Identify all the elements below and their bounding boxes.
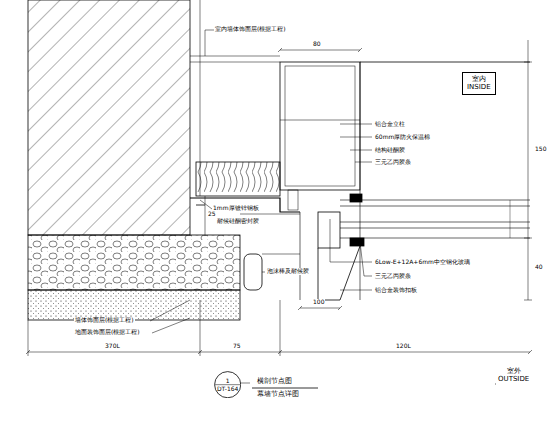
insulated-glass: [340, 200, 530, 238]
foam-rod: [244, 254, 262, 290]
node-text: 1: [226, 377, 230, 384]
leader-lines: [150, 30, 372, 333]
callout-text: 墙体饰面层(根据工程): [74, 317, 135, 324]
callout-text: 三元乙丙胶条: [374, 159, 412, 166]
node-text: DT-164: [217, 385, 238, 392]
concrete-slab: [28, 235, 240, 290]
callout-text: 铝合金立柱: [374, 121, 406, 128]
callout-text: 泡沫棒及耐候胶: [266, 268, 310, 275]
callout-text: 铝合金装饰扣板: [374, 287, 418, 294]
callout-text: 耐候硅酮密封胶: [216, 218, 260, 225]
dimension-text: 80: [312, 41, 322, 48]
concrete-wall: [28, 0, 190, 235]
mullion: [280, 62, 360, 190]
dimension-lines: [26, 48, 532, 356]
floor-finish: [28, 290, 240, 320]
dimension-text: 100: [312, 299, 325, 306]
dimension-text: 370L: [104, 343, 121, 350]
detail-bubble: 1DT-164: [214, 371, 241, 398]
callout-text: 1mm厚镀锌钢板: [212, 205, 260, 212]
node-text: OUTSIDE: [498, 375, 529, 383]
dimension-text: 75: [232, 343, 242, 350]
dimension-text: 150: [534, 146, 547, 153]
node-text: 室外: [498, 367, 529, 375]
dimension-text: 120L: [395, 343, 412, 350]
callout-text: 结构硅酮胶: [374, 147, 406, 154]
dimension-text: 40: [534, 264, 544, 271]
dimension-text: 25: [207, 211, 217, 218]
callout-text: 地面装饰面层(根据工程): [74, 329, 141, 336]
callout-text: 6Low-E+12A+6mm中空钢化玻璃: [374, 259, 471, 266]
callout-text: 60mm厚防火保温棉: [374, 134, 431, 141]
callout-text: 三元乙丙胶条: [374, 273, 412, 280]
drawing-caption: 幕墙节点详图: [256, 390, 300, 398]
drawing-title: 横剖节点图: [256, 377, 293, 385]
insulation: [196, 162, 280, 196]
callout-text: 室内墙体饰面层(根据工程): [214, 26, 287, 33]
node-text: INSIDE: [467, 83, 491, 91]
node-text: 室内: [467, 75, 491, 83]
inside-tag: 室内INSIDE: [462, 72, 496, 95]
outside-tag: 室外OUTSIDE: [496, 366, 531, 385]
